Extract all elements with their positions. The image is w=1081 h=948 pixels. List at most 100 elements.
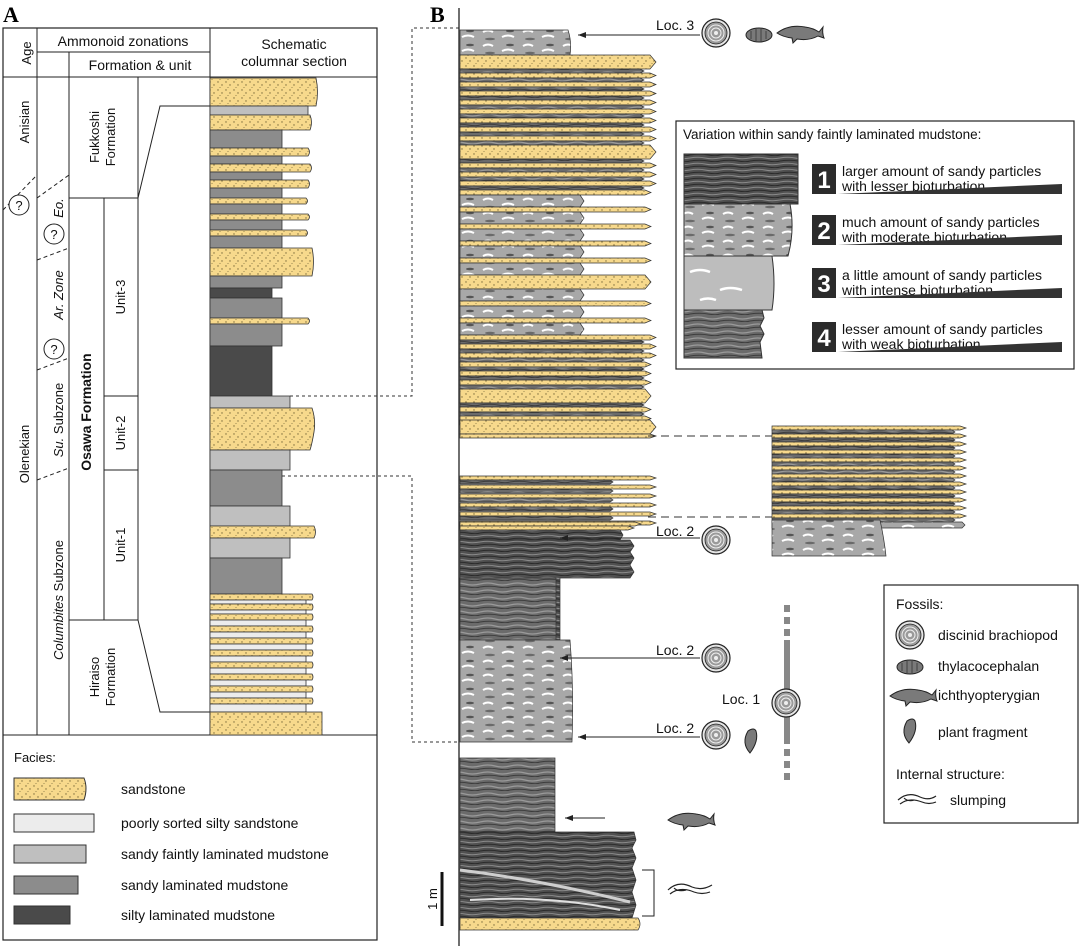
variation-item-3: 3 a little amount of sandy particles wit… bbox=[812, 267, 1062, 298]
zone-question-2 bbox=[43, 338, 65, 360]
loc2-brachiopod-icon-1 bbox=[701, 525, 731, 555]
bed bbox=[771, 493, 956, 499]
fossils-legend: Fossils: discinid brachiopod thylacoceph… bbox=[883, 584, 1079, 824]
loc3-brachiopod-icon bbox=[701, 18, 731, 48]
bed bbox=[771, 489, 968, 495]
fossils-title: Fossils: bbox=[896, 596, 943, 612]
loc3-thylacocephalan-icon bbox=[745, 27, 773, 43]
facies-label-silty-sandstone: poorly sorted silty sandstone bbox=[121, 815, 299, 831]
formation-header: Formation & unit bbox=[89, 57, 192, 73]
bed bbox=[459, 388, 652, 404]
bed bbox=[459, 135, 657, 142]
bed bbox=[459, 402, 645, 408]
facies-title: Facies: bbox=[14, 750, 56, 765]
bed bbox=[459, 357, 645, 363]
locality-markers: Loc. 3 Loc. 2 Loc. 2 Loc. 2 Loc. 1 bbox=[560, 17, 825, 917]
bed bbox=[771, 465, 968, 471]
zone-question-1 bbox=[43, 223, 65, 245]
variation-num-2: 2 bbox=[817, 218, 830, 245]
bed bbox=[771, 477, 956, 483]
bed bbox=[771, 497, 968, 503]
bed bbox=[771, 513, 968, 519]
bed bbox=[459, 305, 585, 319]
fossil-label-ichthyopterygian: ichthyopterygian bbox=[938, 687, 1040, 703]
formation-column: Fukkoshi Formation Osawa Formation Unit-… bbox=[78, 108, 128, 707]
loc3-label: Loc. 3 bbox=[656, 17, 694, 33]
fossil-label-plant: plant fragment bbox=[938, 724, 1028, 740]
bed bbox=[459, 185, 645, 191]
bed bbox=[771, 457, 968, 463]
variation-line1-2: much amount of sandy particles bbox=[842, 214, 1040, 230]
bed bbox=[771, 481, 968, 487]
variation-num-4: 4 bbox=[817, 325, 831, 352]
bed bbox=[771, 501, 956, 507]
internal-structure-title: Internal structure: bbox=[896, 766, 1005, 782]
loc2-brachiopod-icon-3 bbox=[701, 720, 731, 750]
bed bbox=[459, 86, 645, 92]
variation-line1-4: lesser amount of sandy particles bbox=[842, 321, 1043, 337]
facies-label-faint-mudstone: sandy faintly laminated mudstone bbox=[121, 846, 329, 862]
loc2-label-3: Loc. 2 bbox=[656, 720, 694, 736]
panel-a-frame bbox=[2, 27, 378, 941]
zone-eo: Eo. bbox=[51, 198, 66, 218]
variation-item-2: 2 much amount of sandy particles with mo… bbox=[812, 214, 1062, 245]
ammonoid-column: Eo. ? Ar. Zone ? Su. Subzone Columbites … bbox=[43, 198, 66, 660]
bed bbox=[459, 300, 652, 307]
unit2-label: Unit-2 bbox=[113, 416, 128, 451]
bed bbox=[459, 339, 645, 345]
bed bbox=[459, 352, 657, 359]
bed bbox=[459, 525, 636, 531]
osawa-label: Osawa Formation bbox=[78, 353, 94, 470]
panel-a-label: A bbox=[3, 2, 19, 27]
bed bbox=[459, 131, 645, 137]
bed bbox=[459, 348, 645, 354]
bed bbox=[459, 206, 652, 213]
ammonoid-header: Ammonoid zonations bbox=[58, 33, 189, 49]
fukkoshi-label-1: Fukkoshi bbox=[87, 111, 102, 163]
ichthyopterygian-marker-icon bbox=[667, 812, 716, 831]
bed bbox=[459, 77, 645, 83]
age-question-circle bbox=[8, 194, 30, 216]
bed bbox=[459, 54, 657, 70]
bed bbox=[459, 117, 657, 124]
bed bbox=[771, 429, 956, 435]
zone-su-subzone: Su. Subzone bbox=[51, 383, 66, 457]
age-column: Anisian Olenekian ? bbox=[8, 101, 32, 483]
loc2-label-2: Loc. 2 bbox=[656, 642, 694, 658]
correlation-lines-ab bbox=[282, 27, 460, 743]
zone-question-1-text: ? bbox=[50, 227, 57, 242]
bed bbox=[459, 211, 585, 225]
bed bbox=[459, 167, 645, 173]
schematic-column bbox=[209, 77, 323, 736]
slumping-label: slumping bbox=[950, 792, 1006, 808]
bed bbox=[459, 506, 614, 512]
bed bbox=[771, 453, 956, 459]
loc1-label: Loc. 1 bbox=[722, 691, 760, 707]
bed bbox=[459, 488, 614, 494]
scale-bar: 1 m bbox=[425, 872, 444, 926]
bed bbox=[459, 475, 658, 481]
bed bbox=[771, 449, 968, 455]
bed bbox=[771, 485, 956, 491]
bed bbox=[459, 171, 657, 178]
loc2-label-1: Loc. 2 bbox=[656, 523, 694, 539]
variation-item-4: 4 lesser amount of sandy particles with … bbox=[812, 321, 1062, 352]
zone-question-2-text: ? bbox=[50, 342, 57, 357]
fossil-label-brachiopod: discinid brachiopod bbox=[938, 627, 1058, 643]
bed bbox=[459, 479, 614, 485]
slumping-marker-icon bbox=[667, 883, 713, 895]
panel-a-headers: Age Ammonoid zonations Formation & unit … bbox=[19, 33, 347, 73]
hiraiso-label-2: Formation bbox=[103, 648, 118, 707]
bed bbox=[459, 68, 645, 74]
schematic-header-2: columnar section bbox=[241, 53, 347, 69]
bed bbox=[771, 461, 956, 467]
bed bbox=[459, 379, 652, 386]
bed bbox=[459, 502, 658, 508]
bed bbox=[459, 245, 585, 259]
bed bbox=[459, 288, 585, 302]
age-anisian: Anisian bbox=[17, 101, 32, 144]
fossil-label-thylacocephalan: thylacocephalan bbox=[938, 658, 1039, 674]
bed bbox=[459, 158, 645, 164]
bed bbox=[459, 406, 652, 413]
